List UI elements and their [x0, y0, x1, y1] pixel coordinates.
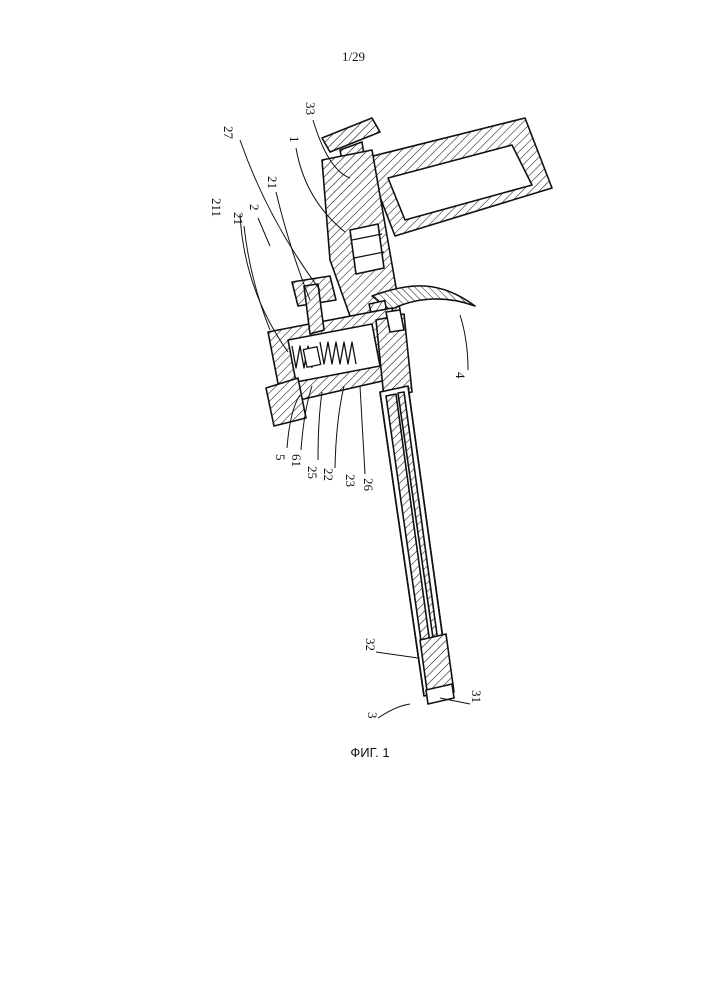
collar: [376, 310, 412, 398]
label-23: 23: [343, 474, 358, 487]
label-61: 61: [289, 454, 304, 467]
label-3: 3: [365, 712, 380, 719]
label-26: 26: [361, 478, 376, 492]
label-22: 22: [321, 468, 336, 481]
label-33: 33: [303, 102, 318, 115]
barrel: [380, 386, 454, 704]
label-31: 31: [469, 690, 484, 703]
label-21-upper: 21: [265, 176, 280, 189]
label-211: 211: [209, 198, 224, 217]
label-27: 27: [221, 126, 236, 140]
gun-handle: [365, 118, 552, 236]
figure-caption: ФИГ. 1: [0, 745, 707, 760]
label-4: 4: [453, 372, 468, 379]
label-2: 2: [247, 204, 262, 211]
label-21-left: 21: [231, 212, 246, 225]
label-25: 25: [305, 466, 320, 479]
label-5: 5: [273, 454, 288, 461]
label-32: 32: [363, 638, 378, 651]
label-1: 1: [287, 136, 302, 143]
